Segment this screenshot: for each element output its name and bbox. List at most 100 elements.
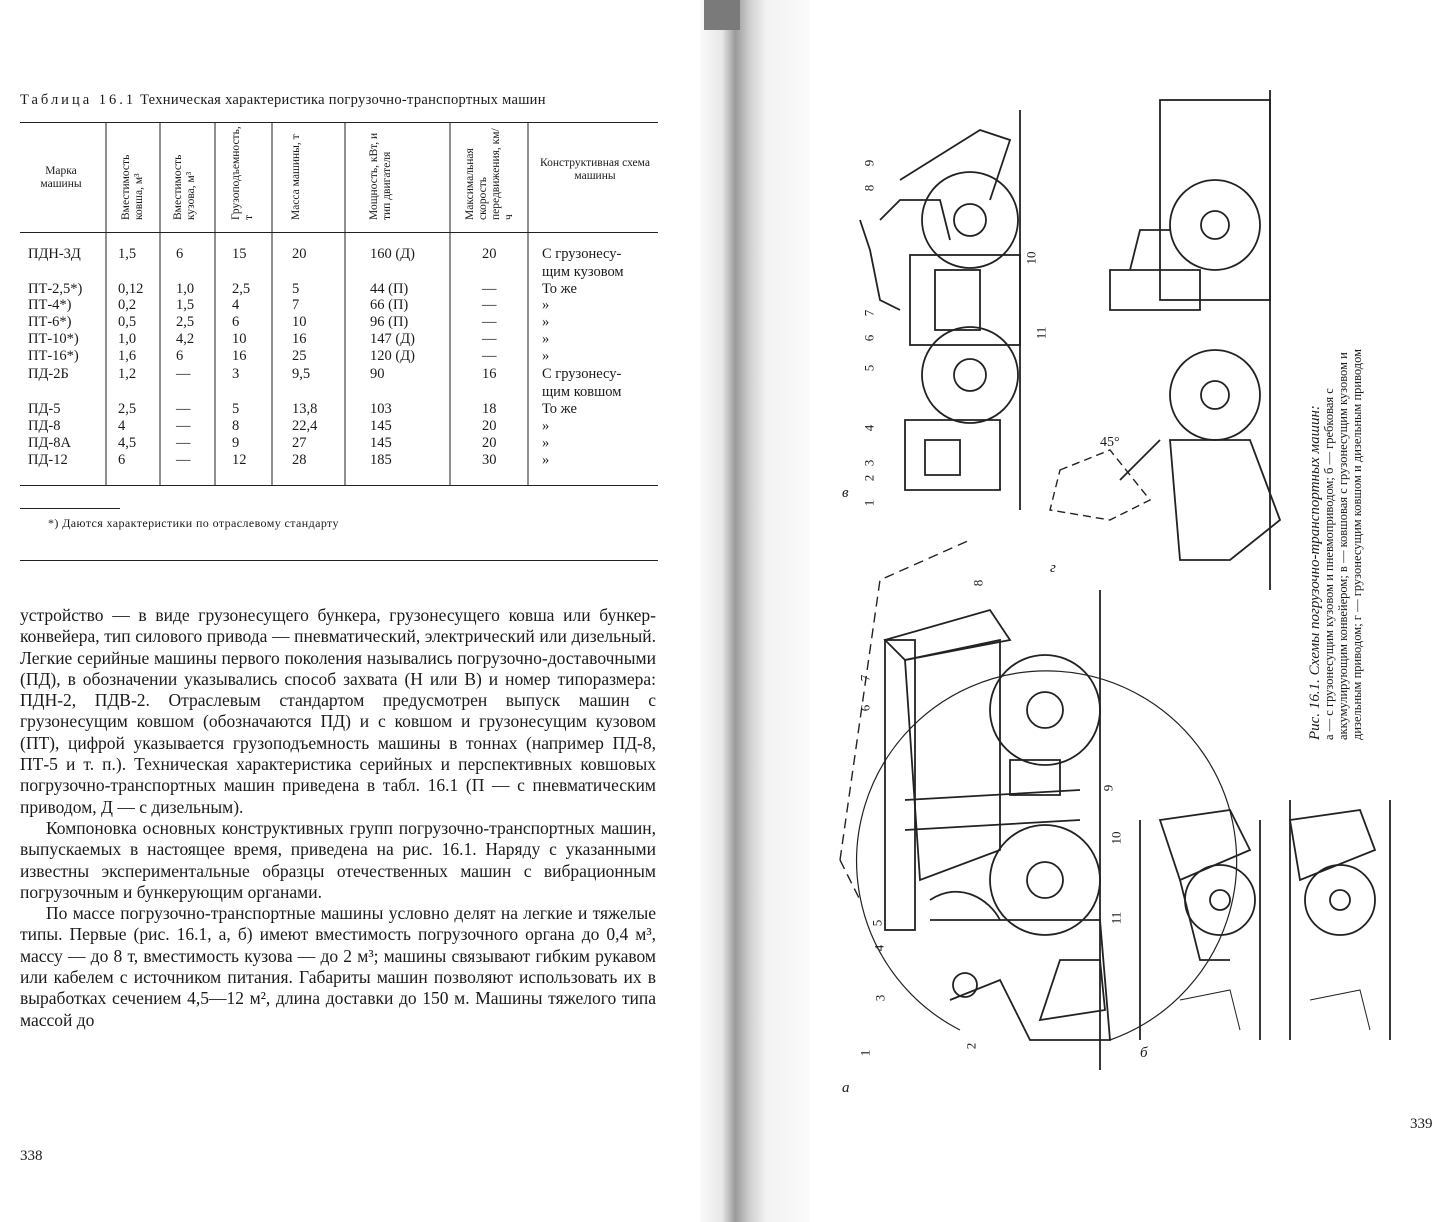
table-cell-speed: 20 [482, 246, 497, 262]
figure-label-a: а [842, 1080, 850, 1096]
table-cell-power: 145 [370, 435, 392, 451]
table-top-rule [20, 122, 658, 123]
paragraph-3: По массе погрузочно-транспортные машины … [20, 903, 656, 1030]
table-cell-capacity: 15 [232, 246, 247, 262]
table-cell-scheme: » [542, 331, 550, 347]
table-grid [105, 122, 529, 485]
drawing-v [859, 110, 1021, 510]
part-number-label: 4 [871, 944, 887, 952]
footnote-rule [20, 508, 120, 509]
table-cell-name: ПД-8 [28, 418, 61, 434]
table-cell-mass: 28 [292, 452, 307, 468]
table-cell-power: 160 (Д) [370, 246, 415, 262]
table-cell-power: 103 [370, 401, 392, 417]
drawing-g [1049, 90, 1282, 590]
drawing-a [839, 539, 1238, 1070]
page-number-left: 338 [20, 1148, 43, 1164]
table-cell-power: 120 (Д) [370, 348, 415, 364]
table-cell-body: 1,5 [176, 297, 195, 313]
table-cell-name: ПД-12 [28, 452, 68, 468]
paragraph-1: устройство — в виде грузонесущего бункер… [20, 605, 656, 817]
part-number-label: 2 [963, 1042, 979, 1050]
table-cell-bucket: 0,12 [118, 281, 144, 297]
part-number-label: 4 [861, 424, 877, 432]
part-number-label: 8 [861, 184, 877, 192]
part-number-label: 1 [857, 1049, 873, 1057]
table-cell-bucket: 0,5 [118, 314, 137, 330]
table-cell-scheme: » [542, 435, 550, 451]
table-cell-body: — [176, 366, 191, 382]
figure-label-g: г [1050, 560, 1056, 576]
page-number-right: 339 [1410, 1116, 1433, 1132]
part-number-label: 3 [861, 459, 877, 467]
table-cell-speed: 20 [482, 435, 497, 451]
table-cell-scheme: То же [542, 281, 577, 297]
table-cell-name: ПД-2Б [28, 366, 69, 382]
table-cell-capacity: 5 [232, 401, 240, 417]
table-cell-scheme: » [542, 314, 550, 330]
table-cell-capacity: 6 [232, 314, 240, 330]
table-cell-mass: 22,4 [292, 418, 318, 434]
table-cell-power: 185 [370, 452, 392, 468]
table-cell-power: 44 (П) [370, 281, 409, 297]
table-cell-name: ПД-8А [28, 435, 71, 451]
figure-label-b: б [1140, 1045, 1148, 1061]
book-spine [700, 0, 810, 1222]
part-number-label: 6 [861, 334, 877, 342]
part-number-label: 5 [869, 919, 885, 927]
table-bottom-rule [20, 485, 658, 486]
table-cell-bucket: 2,5 [118, 401, 137, 417]
table-cell-body: 2,5 [176, 314, 195, 330]
table-cell-name: ПТ-2,5*) [28, 281, 83, 297]
table-cell-body: — [176, 418, 191, 434]
table-cell-power: 145 [370, 418, 392, 434]
table-footnote: *) Даются характеристики по отраслевому … [48, 516, 339, 530]
table-cell-speed: 30 [482, 452, 497, 468]
caption-title: Рис. 16.1. Схемы погрузочно-транспортных… [1307, 405, 1323, 740]
table-cell-name: ПТ-10*) [28, 331, 79, 347]
table-cell-speed: — [482, 314, 497, 330]
table-cell-power: 90 [370, 366, 385, 382]
table-cell-name: ПТ-4*) [28, 297, 72, 313]
table-cell-bucket: 4 [118, 418, 126, 434]
drawing-b [1139, 800, 1391, 1040]
table-cell-capacity: 16 [232, 348, 247, 364]
table-cell-scheme: » [542, 418, 550, 434]
table-title: Таблица 16.1 Техническая характеристика … [20, 92, 546, 108]
spine-shadow [704, 0, 740, 30]
table-cell-mass: 27 [292, 435, 307, 451]
figure-label-v: в [842, 485, 849, 501]
table-cell-name: ПДН-3Д [28, 246, 81, 262]
table-cell-body: 6 [176, 348, 184, 364]
part-number-label: 11 [1108, 911, 1124, 925]
table-cell-scheme: » [542, 452, 550, 468]
table-cell-capacity: 4 [232, 297, 240, 313]
right-page [810, 0, 1443, 1222]
table-cell-name: ПТ-6*) [28, 314, 72, 330]
col-header-name: Марка машины [40, 165, 82, 190]
table-cell-bucket: 4,5 [118, 435, 137, 451]
table-cell-speed: 18 [482, 401, 497, 417]
part-number-label: 8 [970, 579, 986, 587]
table-cell-body: 6 [176, 246, 184, 262]
table-cell-name: ПТ-16*) [28, 348, 79, 364]
part-number-label: 10 [1023, 251, 1039, 265]
table-cell-scheme: » [542, 297, 550, 313]
body-text: устройство — в виде грузонесущего бункер… [20, 605, 656, 1031]
table-cell-scheme: С грузонесу- [542, 366, 622, 382]
angle-label: 45° [1100, 435, 1120, 450]
table-cell-body: 1,0 [176, 281, 195, 297]
table-cell-bucket: 6 [118, 452, 126, 468]
table-cell-speed: — [482, 297, 497, 313]
table-cell-speed: — [482, 281, 497, 297]
table-cell-capacity: 10 [232, 331, 247, 347]
table-cell-mass: 13,8 [292, 401, 318, 417]
table-cell-speed: 16 [482, 366, 497, 382]
part-number-label: 7 [861, 309, 877, 317]
paragraph-2: Компоновка основных конструктивных групп… [20, 817, 656, 902]
table-cell-speed: 20 [482, 418, 497, 434]
table-cell-mass: 5 [292, 281, 300, 297]
table-cell-capacity: 12 [232, 452, 247, 468]
part-number-label: 11 [1033, 326, 1049, 340]
part-number-label: 9 [861, 159, 877, 167]
